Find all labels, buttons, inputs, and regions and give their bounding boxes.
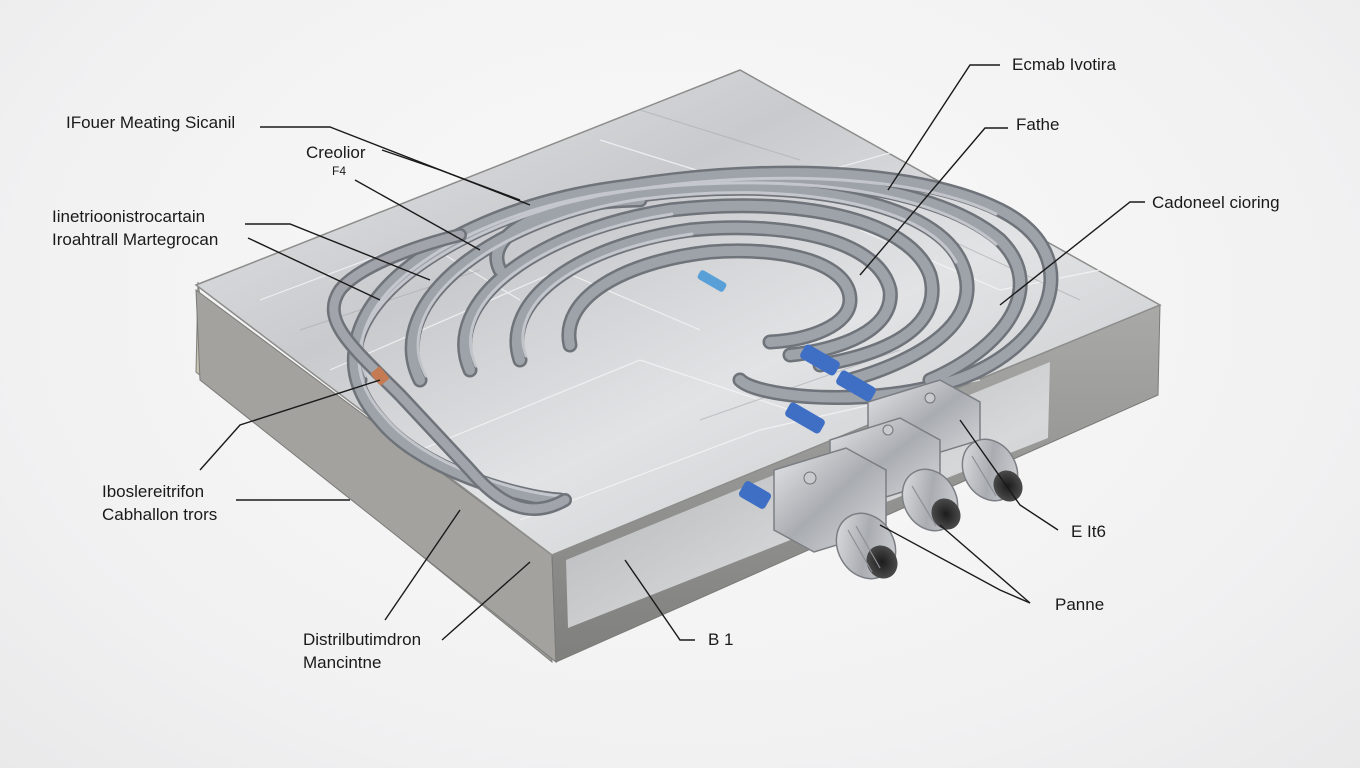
leader-panne-2 (939, 524, 1031, 604)
leader-creolor (381, 149, 521, 201)
leader-b1 (624, 559, 695, 641)
leader-distribution-1 (384, 509, 461, 621)
label-cadoneel: Cadoneel cioring (1152, 193, 1280, 212)
label-ecmab: Ecmab Ivotira (1012, 55, 1116, 74)
pipe-coil-icon (346, 165, 1059, 508)
leader-insulation-2 (247, 237, 381, 301)
label-b1: B 1 (708, 630, 734, 649)
label-panne: Panne (1055, 595, 1105, 614)
leader-e-it6 (959, 419, 1059, 531)
label-distribution: Distrilbutimdron Mancintne (303, 630, 422, 672)
label-heating-system: IFouer Meating Sicanil (66, 113, 236, 132)
leader-creolor-f4 (354, 179, 481, 251)
leader-insulation (245, 223, 431, 281)
label-insulation: Iinetrioonistrocartain Iroahtrall Marteg… (52, 207, 219, 249)
left-pipe-run (326, 228, 572, 516)
leader-lines (199, 64, 1145, 641)
leader-bolster-up (199, 379, 381, 471)
copper-ring (371, 366, 389, 386)
label-e-it6: E It6 (1071, 522, 1106, 541)
leader-distribution-2 (441, 561, 531, 641)
label-bolster: Iboslereitrifon Cabhallon trors (102, 482, 218, 524)
leader-cadoneel (999, 201, 1145, 306)
label-creolor: Creolior F4 (306, 143, 366, 178)
manifold-fitting-icon (773, 379, 1023, 580)
blue-collars (697, 270, 876, 509)
label-fathe: Fathe (1016, 115, 1060, 134)
leader-fathe (859, 127, 1008, 276)
leader-ecmab (887, 64, 1000, 191)
leader-panne (879, 524, 1031, 604)
